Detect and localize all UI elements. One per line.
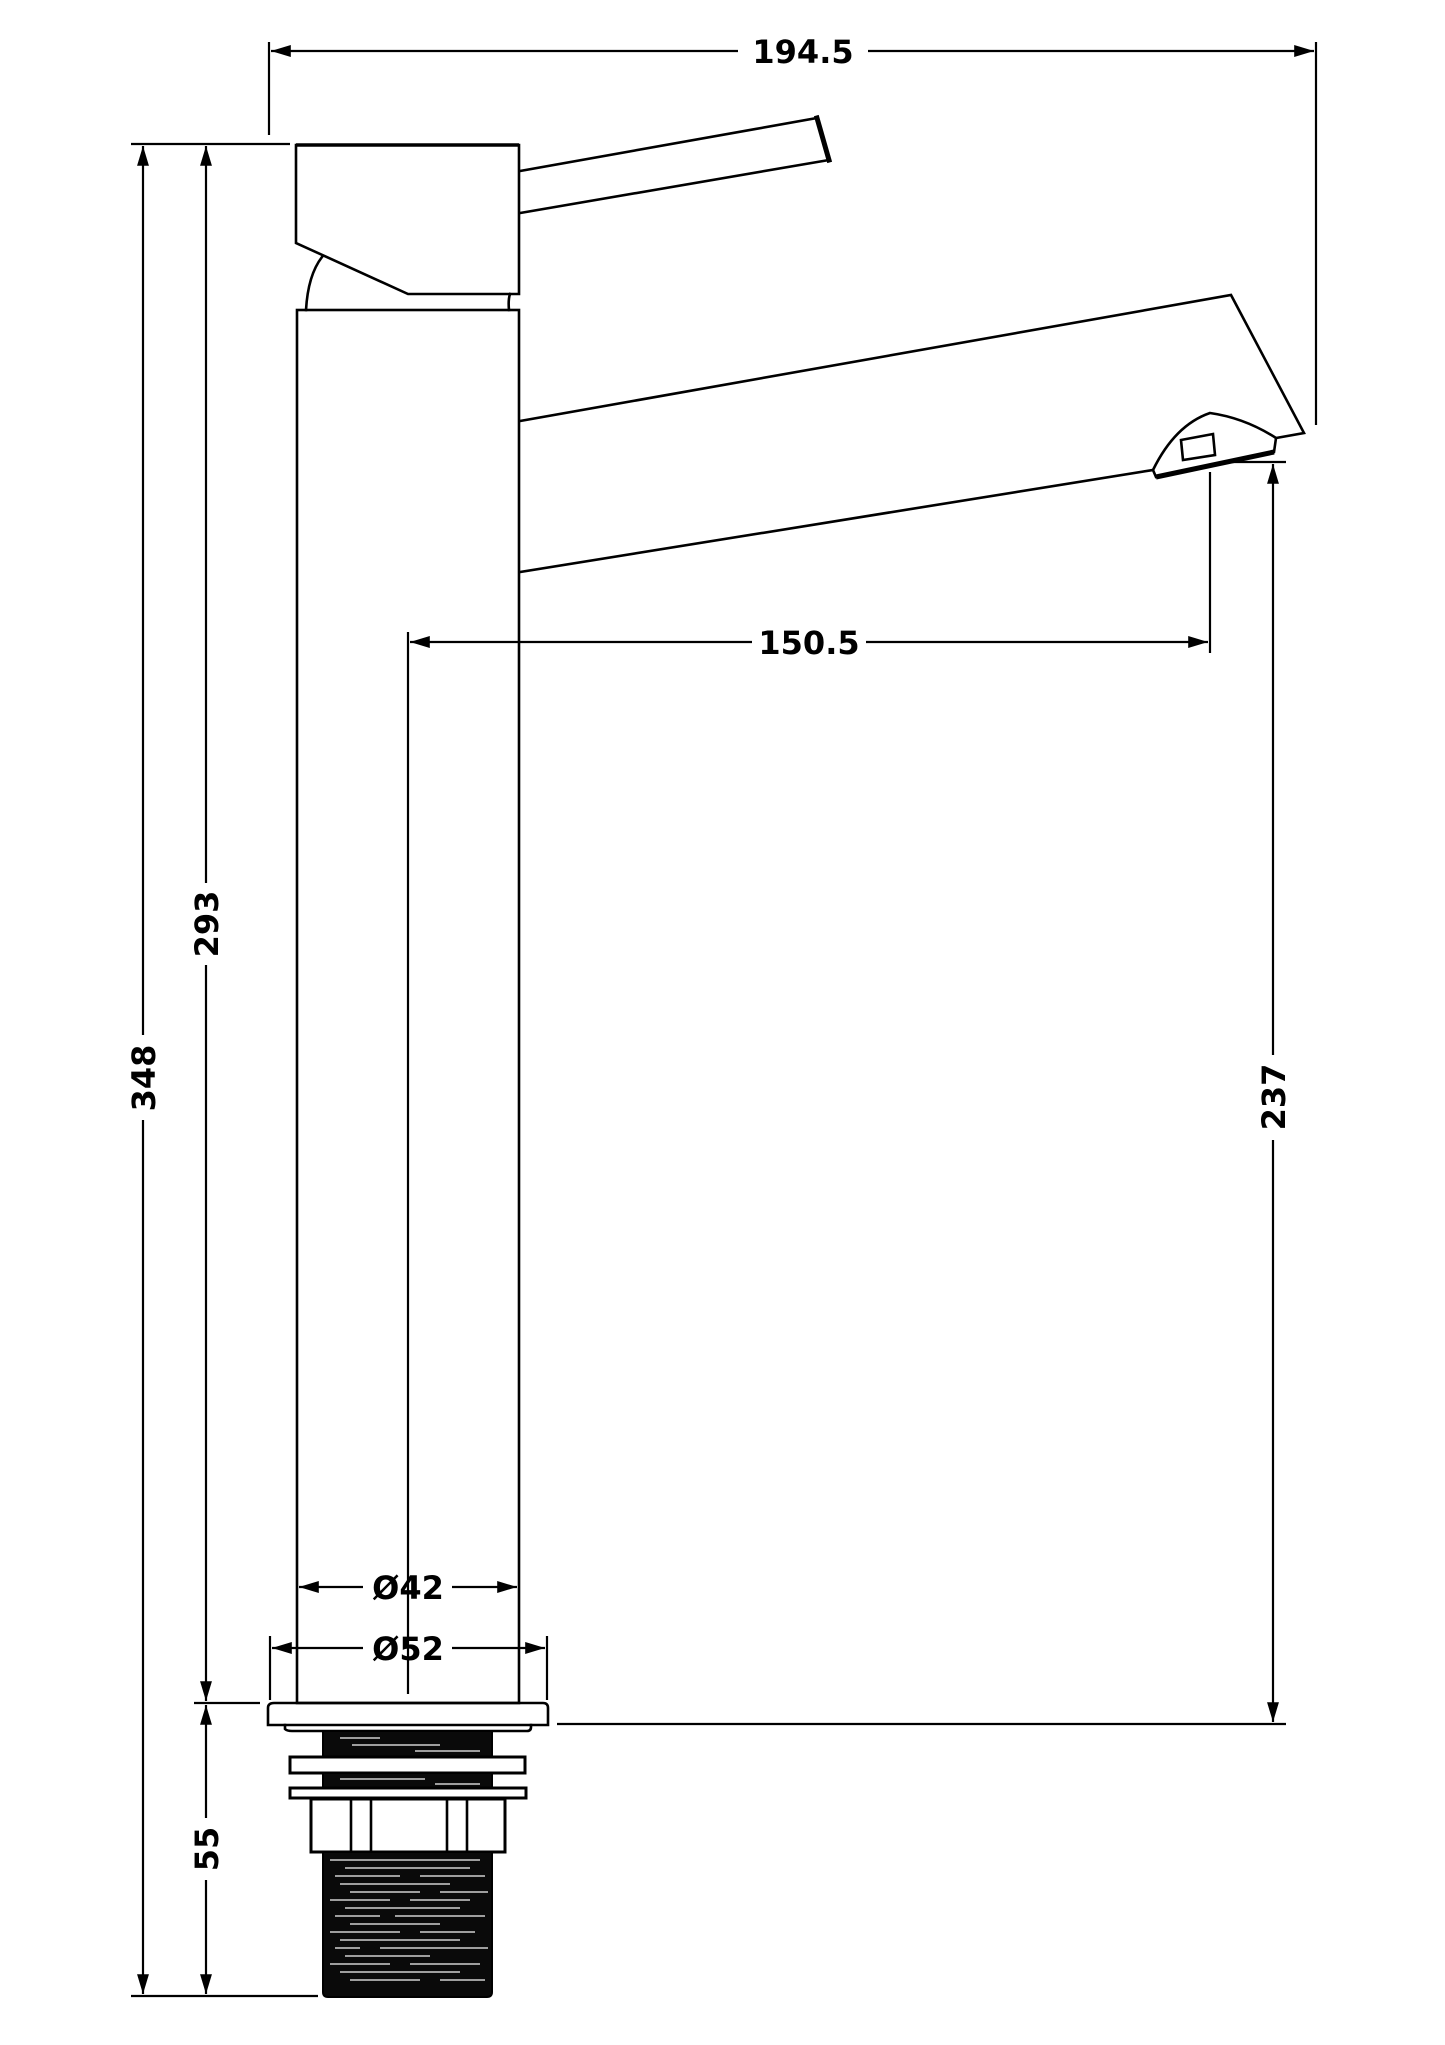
base-plate	[266, 1701, 550, 1727]
dim-height-above-deck: 293	[188, 891, 226, 958]
handle-housing	[294, 143, 521, 296]
dim-spout-reach: 150.5	[758, 624, 859, 662]
spout	[518, 293, 1306, 440]
lever-handle	[518, 116, 831, 215]
housing-dome-arc	[304, 255, 324, 312]
washer-lower	[288, 1786, 528, 1800]
dimension-labels: 194.5 150.5 348 293 55 237 Ø42 Ø52	[125, 33, 1293, 1871]
dim-overall-width: 194.5	[752, 33, 853, 71]
dim-outlet-height: 237	[1255, 1064, 1293, 1131]
dimension-lines	[131, 42, 1318, 1998]
dim-base-diameter: Ø52	[372, 1630, 444, 1668]
tap-outline	[266, 114, 1306, 1998]
fixing-nut	[309, 1797, 507, 1854]
washer-upper	[288, 1755, 527, 1775]
aerator	[1151, 411, 1278, 479]
dim-body-diameter: Ø42	[372, 1569, 444, 1607]
dim-overall-height: 348	[125, 1045, 163, 1112]
dim-shank-length: 55	[188, 1827, 226, 1872]
